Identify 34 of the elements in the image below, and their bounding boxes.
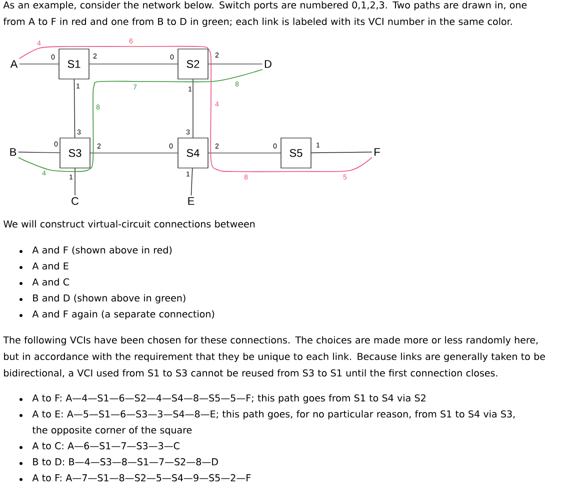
- link-line: [208, 152, 281, 154]
- link-line: [190, 168, 193, 196]
- link-line: [18, 152, 60, 154]
- link-line: [192, 79, 194, 138]
- host-label: F: [374, 148, 380, 156]
- list-item: A and F again (a separate connection): [32, 310, 214, 320]
- link-line: [74, 79, 76, 138]
- list-item: A and F (shown above in red): [32, 246, 172, 255]
- circuit-path: [18, 46, 372, 172]
- link-line: [90, 152, 178, 154]
- paragraph: We will construct virtual-circuit connections between: [4, 220, 255, 228]
- switch-box: S4: [178, 138, 208, 168]
- switch-box: S2: [178, 48, 208, 80]
- list-item: A to C: A—6—S1—7—S3—3—C: [32, 442, 180, 450]
- list-item: A to F: A—4—S1—6—S2—4—S4—8—S5—5—F; this path goes from S1 to S4 via S2: [32, 394, 426, 404]
- switch-box: S5: [280, 138, 312, 168]
- paragraph: As an example, consider the network below. Switch ports are numbered 0,1,2,3. Two paths are drawn in, one from A to F in red and one from B to D in green; each link is labeled with its VCI number in the same color.: [3, 1, 527, 27]
- paragraph: The following VCIs have been chosen for these connections. The choices are made more or less randomly here, but in accordance with the requirement that they be unique to each link. Because links are generally taken to be bidirectional, a VCI used from S1 to S3 cannot be reused from S3 to S1 until the first connection closes.: [3, 336, 545, 378]
- host-label: E: [188, 197, 194, 205]
- host-label: B: [10, 148, 16, 156]
- host-label: A: [10, 60, 18, 68]
- switch-box: S1: [58, 48, 90, 80]
- circuit-path: [18, 69, 263, 172]
- list-item: A to E: A—5—S1—6—S3—3—S4—8—E; this path goes, for no particular reason, from S1 to S4 via S3, the opposite corner of the square: [32, 410, 515, 436]
- host-label: C: [72, 197, 79, 205]
- list-item: B and D (shown above in green): [33, 294, 186, 304]
- list-item: A and C: [32, 278, 70, 286]
- list-item: B to D: B—4—S3—8—S1—7—S2—8—D: [33, 458, 218, 466]
- list-item: A and E: [32, 262, 68, 270]
- link-line: [74, 168, 76, 196]
- host-label: D: [264, 60, 272, 68]
- switch-box: S3: [60, 138, 90, 168]
- link-line: [311, 152, 372, 154]
- list-item: A to F: A—7—S1—8—S2—5—S4—9—S5—2—F: [32, 474, 251, 482]
